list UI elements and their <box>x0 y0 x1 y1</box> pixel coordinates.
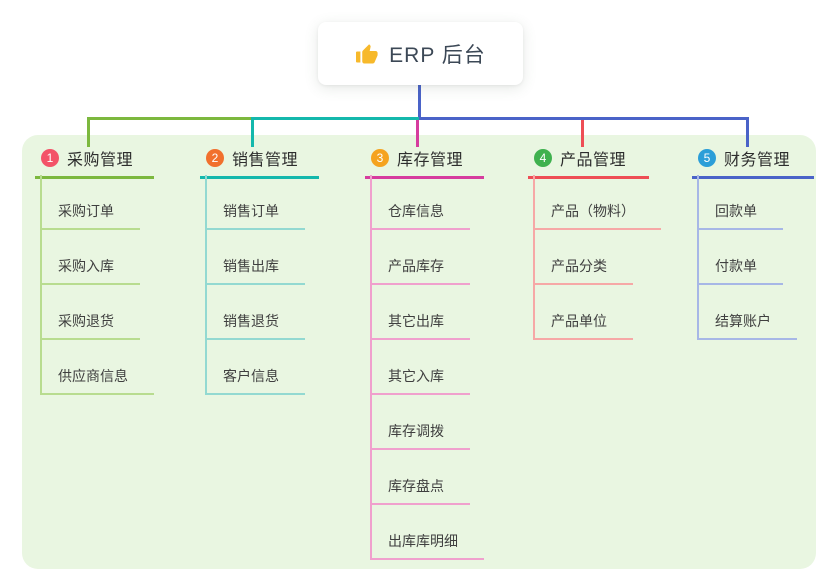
branch-number-badge: 4 <box>534 149 552 167</box>
branch-node-4[interactable]: 4 产品管理 <box>528 146 649 179</box>
child-node[interactable]: 客户信息 <box>207 340 305 395</box>
branch-label: 采购管理 <box>67 152 134 169</box>
child-node-label: 其它出库 <box>372 311 470 340</box>
child-node-label: 回款单 <box>699 201 783 230</box>
child-node-label: 产品库存 <box>372 256 470 285</box>
child-node[interactable]: 库存调拨 <box>372 395 484 450</box>
child-node[interactable]: 产品单位 <box>535 285 661 340</box>
connector-branch-stub <box>87 117 90 147</box>
branch-children-3: 仓库信息产品库存其它出库其它入库库存调拨库存盘点出库库明细 <box>370 175 484 560</box>
connector-branch-stub <box>746 117 749 147</box>
child-node-label: 仓库信息 <box>372 201 470 230</box>
child-node[interactable]: 产品（物料） <box>535 175 661 230</box>
connector-branch-stub <box>581 120 584 147</box>
child-node[interactable]: 销售退货 <box>207 285 305 340</box>
child-node-label: 其它入库 <box>372 366 470 395</box>
child-node[interactable]: 付款单 <box>699 230 797 285</box>
child-node[interactable]: 销售出库 <box>207 230 305 285</box>
child-node[interactable]: 库存盘点 <box>372 450 484 505</box>
branch-number-badge: 1 <box>41 149 59 167</box>
child-node[interactable]: 产品分类 <box>535 230 661 285</box>
child-node-label: 出库库明细 <box>372 531 484 560</box>
child-node-label: 库存盘点 <box>372 476 470 505</box>
branch-children-1: 采购订单采购入库采购退货供应商信息 <box>40 175 154 395</box>
child-node-label: 结算账户 <box>699 311 797 340</box>
root-label: ERP 后台 <box>389 43 486 67</box>
child-node[interactable]: 其它出库 <box>372 285 484 340</box>
child-node-label: 产品分类 <box>535 256 633 285</box>
child-node-label: 产品单位 <box>535 311 633 340</box>
connector-branch-stub <box>416 120 419 147</box>
child-node-label: 销售出库 <box>207 256 305 285</box>
connector-branch-stub <box>251 117 254 147</box>
child-node[interactable]: 结算账户 <box>699 285 797 340</box>
child-node[interactable]: 采购入库 <box>42 230 154 285</box>
branch-children-5: 回款单付款单结算账户 <box>697 175 797 340</box>
child-node[interactable]: 出库库明细 <box>372 505 484 560</box>
branch-label: 财务管理 <box>724 152 791 169</box>
child-node-label: 采购退货 <box>42 311 140 340</box>
child-node[interactable]: 采购退货 <box>42 285 154 340</box>
child-node[interactable]: 产品库存 <box>372 230 484 285</box>
branch-node-2[interactable]: 2 销售管理 <box>200 146 319 179</box>
connector-bus-segment <box>419 117 749 120</box>
branch-label: 库存管理 <box>397 152 464 169</box>
branches-panel <box>22 135 816 569</box>
branch-children-2: 销售订单销售出库销售退货客户信息 <box>205 175 305 395</box>
child-node[interactable]: 采购订单 <box>42 175 154 230</box>
connector-bus-segment <box>87 117 253 120</box>
connector-root-line <box>418 85 421 118</box>
branch-number-badge: 2 <box>206 149 224 167</box>
child-node[interactable]: 其它入库 <box>372 340 484 395</box>
child-node-label: 供应商信息 <box>42 366 154 395</box>
branch-label: 销售管理 <box>232 152 299 169</box>
child-node-label: 采购订单 <box>42 201 140 230</box>
branch-children-4: 产品（物料） 产品分类产品单位 <box>533 175 661 340</box>
child-node[interactable]: 销售订单 <box>207 175 305 230</box>
child-node[interactable]: 供应商信息 <box>42 340 154 395</box>
root-node[interactable]: ERP 后台 <box>318 22 523 85</box>
branch-node-5[interactable]: 5 财务管理 <box>692 146 814 179</box>
child-node-label: 付款单 <box>699 256 783 285</box>
child-node-label: 销售退货 <box>207 311 305 340</box>
branch-node-3[interactable]: 3 库存管理 <box>365 146 484 179</box>
child-node-label: 产品（物料） <box>535 201 661 230</box>
branch-number-badge: 3 <box>371 149 389 167</box>
child-node-label: 采购入库 <box>42 256 140 285</box>
branch-number-badge: 5 <box>698 149 716 167</box>
child-node-label: 销售订单 <box>207 201 305 230</box>
thumbs-up-icon <box>355 42 379 66</box>
branch-node-1[interactable]: 1 采购管理 <box>35 146 154 179</box>
child-node[interactable]: 仓库信息 <box>372 175 484 230</box>
child-node[interactable]: 回款单 <box>699 175 797 230</box>
connector-bus-segment <box>251 117 421 120</box>
child-node-label: 库存调拨 <box>372 421 470 450</box>
branch-label: 产品管理 <box>560 152 627 169</box>
child-node-label: 客户信息 <box>207 366 305 395</box>
